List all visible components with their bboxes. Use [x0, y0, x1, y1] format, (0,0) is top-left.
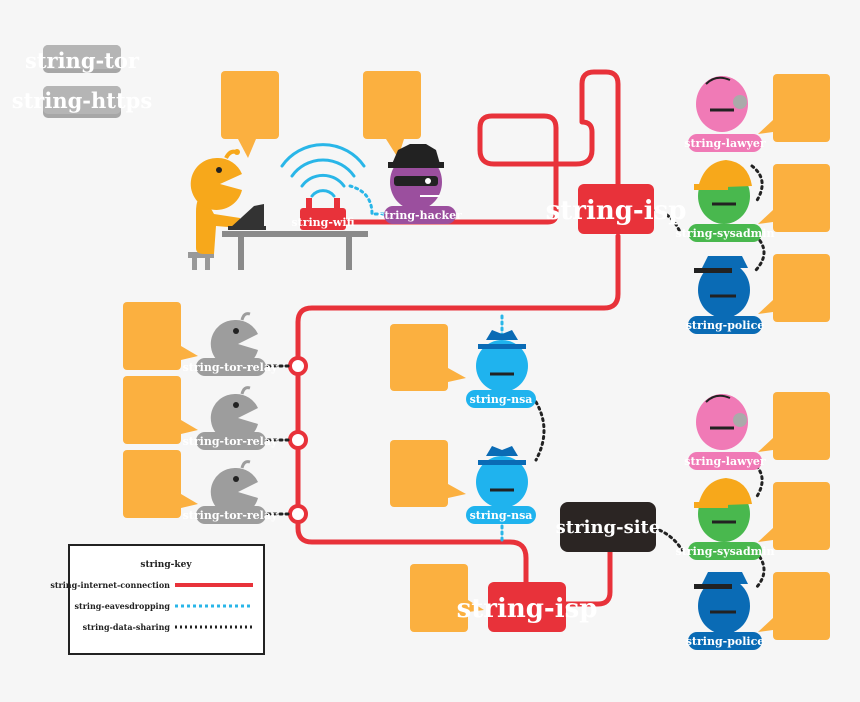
connection-isp-to-relays	[295, 233, 621, 591]
lawyer-top-figure[interactable]: string-lawyer	[684, 76, 766, 152]
bubble-isp-bottom	[410, 564, 484, 632]
legend-box: string-key string-internet-connection st…	[50, 544, 265, 655]
site-box[interactable]: string-site	[556, 502, 661, 552]
bubble-nsa-1	[390, 324, 466, 391]
watchers-top-group: string-lawyer string-sysadmin string-pol…	[676, 76, 775, 334]
bubble-police-bottom	[758, 572, 830, 640]
tor-toggle-button[interactable]: string-tor	[25, 45, 140, 73]
tor-relay-3-figure[interactable]: string-tor-relay	[183, 460, 278, 524]
wifi-signal-icon	[280, 143, 366, 198]
nsa-2-label: string-nsa	[470, 509, 533, 522]
relay-node-3	[288, 504, 308, 524]
police-bottom-figure[interactable]: string-police	[686, 572, 765, 650]
bubble-nsa-2	[390, 440, 466, 507]
legend-title: string-key	[140, 560, 192, 570]
lawyer-bottom-figure[interactable]: string-lawyer	[684, 394, 766, 470]
legend-item-share-label: string-data-sharing	[83, 622, 171, 632]
tor-relay-2-label: string-tor-relay	[183, 435, 278, 448]
bubble-relay-2	[123, 376, 198, 444]
relay-nodes	[288, 356, 308, 524]
bubble-lawyer-bottom	[758, 392, 830, 460]
tor-relay-1-label: string-tor-relay	[183, 361, 278, 374]
user-figure[interactable]	[188, 149, 368, 270]
bubble-police-top	[758, 254, 830, 322]
sysadmin-bottom-label: string-sysadmin	[676, 545, 775, 558]
hacker-label: string-hacker	[378, 209, 462, 222]
connection-user-to-isp	[327, 69, 621, 225]
bubble-relay-3	[123, 450, 198, 518]
tor-relays-group: string-tor-relay string-tor-relay string…	[183, 312, 278, 524]
bubble-sysadmin-bottom	[758, 482, 830, 550]
lawyer-top-label: string-lawyer	[684, 137, 766, 150]
bubble-user	[221, 71, 279, 158]
nsa-2-figure[interactable]: string-nsa	[466, 446, 536, 524]
connection-isp-to-site	[563, 545, 613, 607]
site-label: string-site	[556, 517, 661, 538]
tor-relay-1-figure[interactable]: string-tor-relay	[183, 312, 278, 376]
legend-item-connection-label: string-internet-connection	[50, 580, 170, 590]
tor-toggle-label: string-tor	[25, 48, 140, 73]
https-toggle-label: string-https	[12, 88, 152, 113]
wifi-router[interactable]: string-wifi	[280, 143, 366, 230]
internet-connection-lines	[295, 69, 621, 607]
police-bottom-label: string-police	[686, 635, 765, 648]
speech-bubbles	[123, 71, 830, 640]
sysadmin-top-figure[interactable]: string-sysadmin	[676, 160, 775, 242]
relay-node-2	[288, 430, 308, 450]
isp-bottom-label: string-isp	[457, 594, 598, 624]
tor-relay-2-figure[interactable]: string-tor-relay	[183, 386, 278, 450]
https-toggle-button[interactable]: string-https	[12, 86, 152, 118]
relay-node-1	[288, 356, 308, 376]
lawyer-bottom-label: string-lawyer	[684, 455, 766, 468]
watchers-bottom-group: string-lawyer string-sysadmin string-pol…	[676, 394, 775, 650]
bubble-relay-1	[123, 302, 198, 370]
wifi-label: string-wifi	[291, 216, 354, 229]
nsa-1-label: string-nsa	[470, 393, 533, 406]
hacker-figure[interactable]: string-hacker	[378, 144, 462, 224]
bubble-sysadmin-top	[758, 164, 830, 232]
police-top-figure[interactable]: string-police	[686, 256, 765, 334]
legend-item-eavesdrop-label: string-eavesdropping	[75, 601, 171, 611]
bubble-lawyer-top	[758, 74, 830, 142]
isp-top-box[interactable]: string-isp	[546, 184, 687, 234]
isp-bottom-box[interactable]: string-isp	[457, 582, 598, 632]
police-top-label: string-police	[686, 319, 765, 332]
sysadmin-top-label: string-sysadmin	[676, 227, 775, 240]
sysadmin-bottom-figure[interactable]: string-sysadmin	[676, 478, 775, 560]
isp-top-label: string-isp	[546, 196, 687, 226]
nsa-group: string-nsa string-nsa	[466, 330, 536, 524]
nsa-1-figure[interactable]: string-nsa	[466, 330, 536, 408]
tor-relay-3-label: string-tor-relay	[183, 509, 278, 522]
